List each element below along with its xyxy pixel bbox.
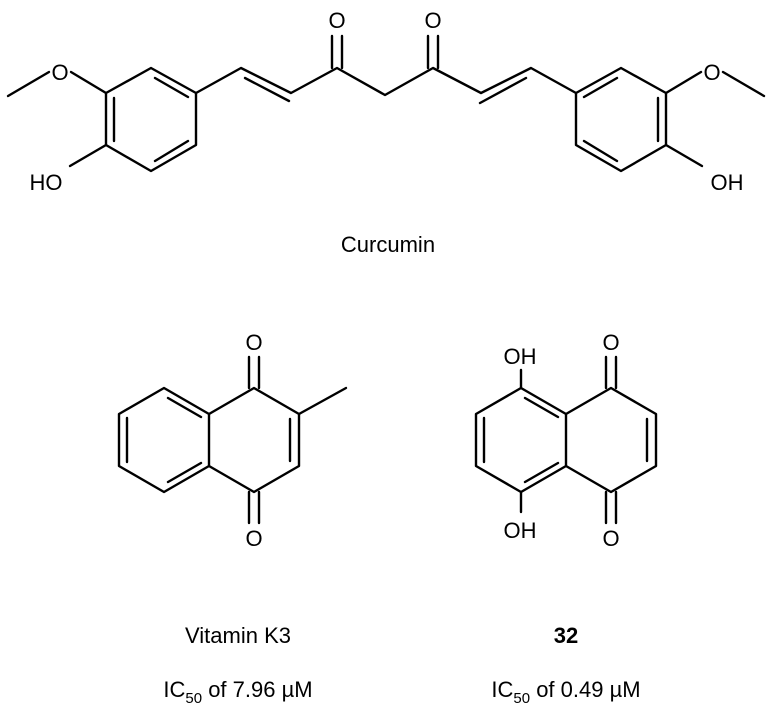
vitamin-k3-name: Vitamin K3 <box>185 623 291 648</box>
vitamin-k3-carbonyl-top <box>247 355 261 390</box>
curcumin-methoxy-right-o: O <box>703 60 720 85</box>
curcumin-left-methoxy-bond <box>6 70 108 98</box>
curcumin-hydroxy-left-label: HO <box>30 170 63 195</box>
compound-32-oh-top: OH <box>504 344 537 369</box>
curcumin-chain <box>194 66 578 97</box>
curcumin-right-hydroxy-bond <box>664 143 704 168</box>
compound-32-oh-bottom: OH <box>504 518 537 543</box>
curcumin-left-hydroxy-bond <box>68 143 108 168</box>
curcumin-left-ring <box>104 66 198 173</box>
compound-32-carbonyl-top <box>604 355 618 390</box>
curcumin-ketone-right-o: O <box>424 8 441 33</box>
vitamin-k3-benzene-inner-bonds <box>125 396 203 484</box>
curcumin-structure: O O O O HO OH Curcumin <box>6 8 766 257</box>
vitamin-k3-o-top: O <box>245 330 262 355</box>
vitamin-k3-carbonyl-bottom <box>247 490 261 525</box>
vitamin-k3-quinone-ring <box>207 386 301 494</box>
curcumin-ketone-left-o: O <box>328 8 345 33</box>
compound-32-name: 32 <box>554 623 578 648</box>
compound-32-carbonyl-bottom <box>604 490 618 525</box>
compound-32-o-bottom: O <box>602 526 619 551</box>
curcumin-ketone-right-bond <box>426 34 440 70</box>
curcumin-right-methoxy-bond <box>664 70 766 98</box>
vitamin-k3-ic50: IC50 of 7.96 µM <box>163 677 312 707</box>
curcumin-right-ring-inner-bonds <box>582 76 660 163</box>
compound-32-o-top: O <box>602 330 619 355</box>
vitamin-k3-o-bottom: O <box>245 526 262 551</box>
compound-32-ic50: IC50 of 0.49 µM <box>491 677 640 707</box>
curcumin-hydroxy-right-label: OH <box>711 170 744 195</box>
compound-32-quinone-ring <box>564 386 658 494</box>
curcumin-name: Curcumin <box>341 232 435 257</box>
vitamin-k3-structure: O O Vitamin K3 IC50 of 7.96 µM <box>117 330 348 707</box>
compound-32-structure: OH OH O O 32 IC50 of 0.49 µM <box>474 330 658 707</box>
vitamin-k3-benzene-ring <box>117 386 211 494</box>
vitamin-k3-methyl-bond <box>297 386 348 416</box>
compound-32-aromatic-inner-bonds <box>482 396 560 484</box>
curcumin-chain-double-bonds <box>243 76 528 105</box>
curcumin-methoxy-left-o: O <box>51 60 68 85</box>
curcumin-right-ring <box>574 66 668 173</box>
curcumin-ketone-left-bond <box>330 34 344 70</box>
curcumin-left-ring-inner-bonds <box>112 76 190 163</box>
compound-32-aromatic-ring <box>474 386 568 494</box>
